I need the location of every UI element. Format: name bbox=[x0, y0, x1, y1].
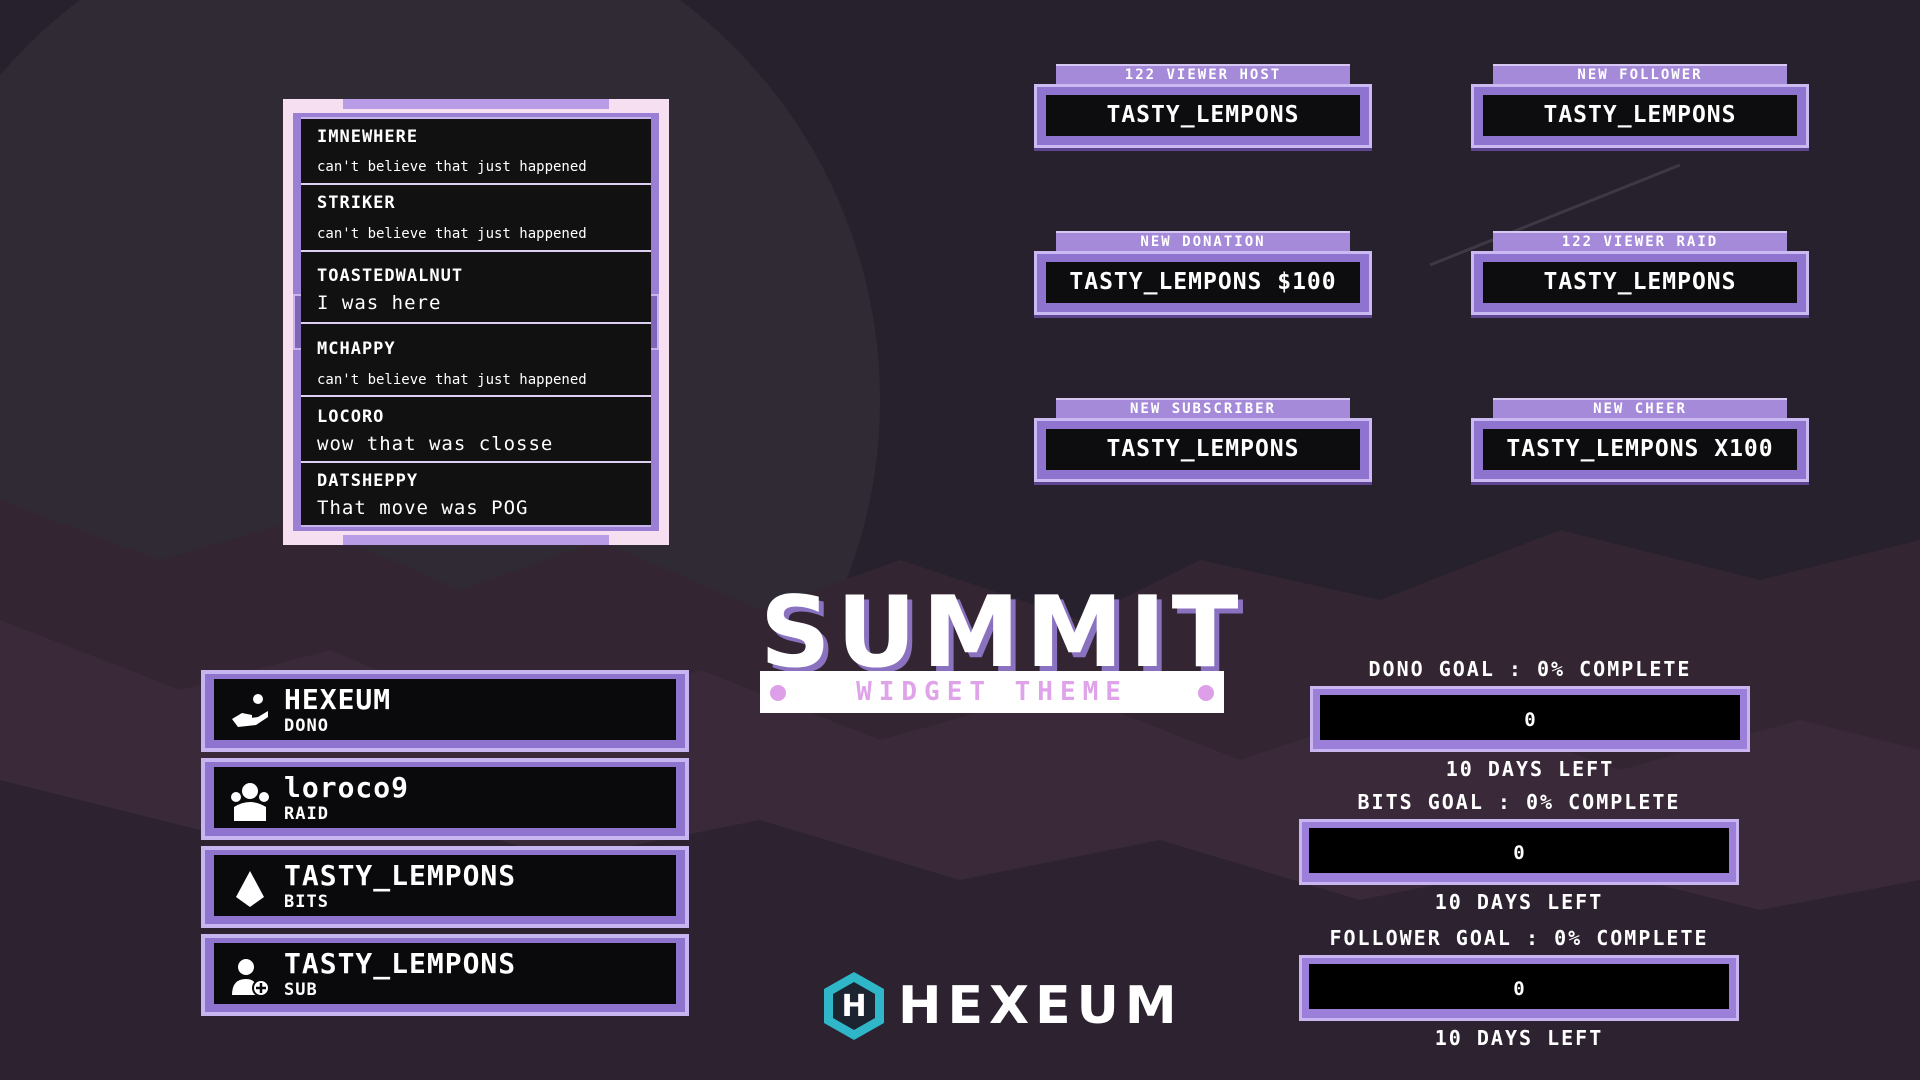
event-item-bits: TASTY_LEMPONS BITS bbox=[201, 846, 689, 928]
goal-track: 0 bbox=[1320, 695, 1740, 740]
alert-frame: TASTY_LEMPONS $100 bbox=[1034, 251, 1372, 315]
hexeum-logo-icon: H bbox=[824, 972, 884, 1040]
event-box: TASTY_LEMPONS BITS bbox=[214, 855, 676, 916]
title-main: SUMMIT bbox=[760, 576, 1245, 690]
chat-message: MCHAPPY can't believe that just happened bbox=[301, 324, 651, 397]
goal-bar: 0 bbox=[1310, 686, 1750, 752]
event-box: loroco9 RAID bbox=[214, 767, 676, 828]
title-strip: WIDGET THEME bbox=[760, 671, 1224, 713]
goal-footer: 10 DAYS LEFT bbox=[1434, 890, 1604, 914]
chat-username: MCHAPPY bbox=[317, 339, 396, 359]
brand-name: HEXEUM bbox=[898, 976, 1183, 1036]
chat-text: can't believe that just happened bbox=[317, 372, 587, 388]
chat-username: STRIKER bbox=[317, 193, 396, 213]
event-type: BITS bbox=[284, 892, 329, 912]
alert-raid: 122 VIEWER RAID TASTY_LEMPONS bbox=[1471, 231, 1809, 317]
strip-dot-left bbox=[770, 685, 786, 701]
user-add-icon bbox=[232, 959, 270, 997]
chat-text: That move was POG bbox=[317, 497, 529, 519]
goal-track: 0 bbox=[1309, 964, 1729, 1009]
strip-dot-right bbox=[1198, 685, 1214, 701]
goal-header: DONO GOAL : 0% COMPLETE bbox=[1368, 657, 1692, 681]
goal-bar: 0 bbox=[1299, 955, 1739, 1021]
chat-text: I was here bbox=[317, 292, 442, 314]
event-item-dono: HEXEUM DONO bbox=[201, 670, 689, 752]
chat-username: IMNEWHERE bbox=[317, 127, 419, 147]
alert-value: TASTY_LEMPONS bbox=[1046, 95, 1360, 136]
alert-subscriber: NEW SUBSCRIBER TASTY_LEMPONS bbox=[1034, 398, 1372, 484]
event-item-raid: loroco9 RAID bbox=[201, 758, 689, 840]
alert-label: 122 VIEWER RAID bbox=[1493, 231, 1787, 251]
alert-donation: NEW DONATION TASTY_LEMPONS $100 bbox=[1034, 231, 1372, 317]
chat-text: can't believe that just happened bbox=[317, 226, 587, 242]
alert-value: TASTY_LEMPONS $100 bbox=[1046, 262, 1360, 303]
chat-message: IMNEWHERE can't believe that just happen… bbox=[301, 119, 651, 185]
event-box: TASTY_LEMPONS SUB bbox=[214, 943, 676, 1004]
chat-username: LOCORO bbox=[317, 407, 385, 427]
chat-top-cap bbox=[343, 99, 609, 109]
chat-username: DATSHEPPY bbox=[317, 471, 419, 491]
title-subtitle: WIDGET THEME bbox=[856, 677, 1128, 707]
brand-logo: H HEXEUM bbox=[820, 970, 1177, 1045]
alert-frame: TASTY_LEMPONS X100 bbox=[1471, 418, 1809, 482]
alert-follower: NEW FOLLOWER TASTY_LEMPONS bbox=[1471, 64, 1809, 150]
chat-message: STRIKER can't believe that just happened bbox=[301, 185, 651, 252]
goal-value: 0 bbox=[1513, 978, 1525, 1000]
goal-value: 0 bbox=[1524, 709, 1536, 731]
donation-hand-icon bbox=[232, 694, 268, 727]
chat-message: TOASTEDWALNUT I was here bbox=[301, 252, 651, 324]
raid-group-icon bbox=[231, 783, 269, 821]
alert-host: 122 VIEWER HOST TASTY_LEMPONS bbox=[1034, 64, 1372, 150]
alert-value: TASTY_LEMPONS bbox=[1483, 262, 1797, 303]
event-name: TASTY_LEMPONS bbox=[284, 947, 517, 980]
alert-label: NEW DONATION bbox=[1056, 231, 1350, 251]
logo-letter: H bbox=[841, 989, 866, 1024]
event-name: HEXEUM bbox=[284, 683, 392, 716]
chat-box: IMNEWHERE can't believe that just happen… bbox=[283, 99, 669, 545]
chat-username: TOASTEDWALNUT bbox=[317, 266, 464, 286]
goal-footer: 10 DAYS LEFT bbox=[1445, 757, 1615, 781]
goal-track: 0 bbox=[1309, 828, 1729, 873]
chat-message: LOCORO wow that was closse bbox=[301, 397, 651, 463]
alert-label: NEW SUBSCRIBER bbox=[1056, 398, 1350, 418]
chat-bottom-cap bbox=[343, 535, 609, 545]
alert-label: NEW FOLLOWER bbox=[1493, 64, 1787, 84]
chat-text: wow that was closse bbox=[317, 433, 554, 455]
goal-header: FOLLOWER GOAL : 0% COMPLETE bbox=[1329, 926, 1709, 950]
alert-frame: TASTY_LEMPONS bbox=[1034, 84, 1372, 148]
goal-footer: 10 DAYS LEFT bbox=[1434, 1026, 1604, 1050]
chat-message: DATSHEPPY That move was POG bbox=[301, 463, 651, 527]
alert-value: TASTY_LEMPONS bbox=[1483, 95, 1797, 136]
event-type: DONO bbox=[284, 716, 329, 736]
event-item-sub: TASTY_LEMPONS SUB bbox=[201, 934, 689, 1016]
bits-gem-icon bbox=[236, 871, 264, 907]
event-name: loroco9 bbox=[284, 771, 410, 804]
event-box: HEXEUM DONO bbox=[214, 679, 676, 740]
alert-value: TASTY_LEMPONS bbox=[1046, 429, 1360, 470]
alert-label: 122 VIEWER HOST bbox=[1056, 64, 1350, 84]
alert-frame: TASTY_LEMPONS bbox=[1471, 84, 1809, 148]
goal-value: 0 bbox=[1513, 842, 1525, 864]
alert-value: TASTY_LEMPONS X100 bbox=[1483, 429, 1797, 470]
goal-bar: 0 bbox=[1299, 819, 1739, 885]
chat-messages: IMNEWHERE can't believe that just happen… bbox=[301, 117, 651, 527]
alert-frame: TASTY_LEMPONS bbox=[1471, 251, 1809, 315]
event-type: RAID bbox=[284, 804, 329, 824]
alert-frame: TASTY_LEMPONS bbox=[1034, 418, 1372, 482]
event-type: SUB bbox=[284, 980, 318, 1000]
chat-text: can't believe that just happened bbox=[317, 159, 587, 175]
theme-title: SUMMIT WIDGET THEME bbox=[760, 576, 1245, 715]
alert-label: NEW CHEER bbox=[1493, 398, 1787, 418]
event-name: TASTY_LEMPONS bbox=[284, 859, 517, 892]
alert-cheer: NEW CHEER TASTY_LEMPONS X100 bbox=[1471, 398, 1809, 484]
goal-header: BITS GOAL : 0% COMPLETE bbox=[1357, 790, 1681, 814]
